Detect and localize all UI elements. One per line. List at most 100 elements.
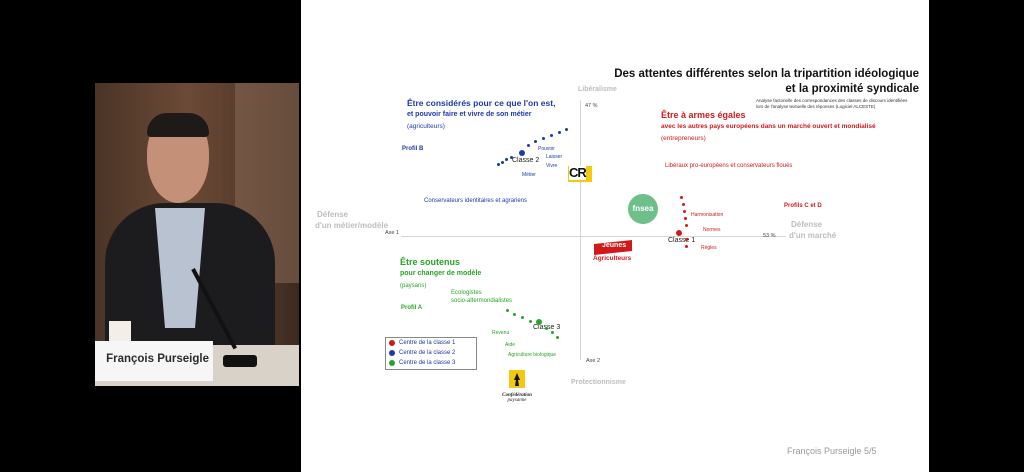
- word-aide: Aide: [505, 342, 516, 348]
- word-revenu: Revenu: [492, 330, 510, 336]
- word-metier: Métier: [522, 172, 536, 178]
- profils-c-d-label: Profils C et D: [784, 203, 822, 209]
- axis-percent-vertical: 47 %: [585, 103, 598, 109]
- legend-item-class-2: Centre de la classe 2: [386, 348, 476, 358]
- legend-item-class-1: Centre de la classe 1: [386, 338, 476, 348]
- slide-footer: François Purseigle 5/5: [787, 446, 877, 456]
- ecologistes-line-1: Ecologistes: [451, 290, 482, 296]
- blue-point: [558, 131, 561, 134]
- red-point: [685, 245, 688, 248]
- profil-b-label: Profil B: [402, 146, 424, 152]
- blue-heading-line-1: Être considérés pour ce que l'on est,: [407, 98, 556, 108]
- red-heading-line-1: Être à armes égales: [661, 110, 746, 120]
- class-1-center-dot: [676, 230, 682, 236]
- presentation-slide: Des attentes différentes selon la tripar…: [301, 0, 929, 472]
- red-heading: Être à armes égales avec les autres pays…: [661, 109, 876, 145]
- blue-heading: Être considérés pour ce que l'on est, et…: [407, 97, 555, 133]
- green-point: [513, 313, 516, 316]
- confederation-paysanne-icon: [509, 370, 525, 388]
- blue-point: [534, 140, 537, 143]
- red-point: [685, 238, 688, 241]
- red-point: [683, 210, 686, 213]
- classe-1-label: Classe 1: [668, 237, 696, 244]
- conf-logo-line-1: Confédération: [502, 393, 532, 398]
- green-point: [556, 336, 559, 339]
- axis-label-right-line-1: Défense: [791, 220, 823, 229]
- axe-1-label: Axe 1: [385, 230, 400, 236]
- blue-point: [501, 161, 504, 164]
- legend-item-class-3: Centre de la classe 3: [386, 358, 476, 368]
- slide-subtitle-line-2: lors de l'analyse textuelle des réponses…: [756, 104, 876, 109]
- speaker-hair: [147, 113, 209, 137]
- axis-label-right: Défense d'un marché: [789, 219, 836, 241]
- blue-point: [527, 144, 530, 147]
- blue-heading-line-2: et pouvoir faire et vivre de son métier: [407, 111, 532, 118]
- green-point: [521, 316, 524, 319]
- blue-point: [542, 137, 545, 140]
- word-pouvoir: Pouvoir: [538, 146, 555, 152]
- liberaux-label: Libéraux pro-européens et conservateurs …: [665, 163, 793, 169]
- red-point: [684, 217, 687, 220]
- red-heading-line-2: avec les autres pays européens dans un m…: [661, 123, 876, 130]
- red-heading-line-3: (entrepreneurs): [661, 135, 706, 142]
- legend-label-3: Centre de la classe 3: [399, 360, 456, 366]
- word-harmonisation: Harmonisation: [691, 212, 724, 218]
- green-heading-line-1: Être soutenus: [400, 257, 461, 267]
- legend: Centre de la classe 1 Centre de la class…: [385, 337, 477, 370]
- ecologistes-label: Ecologistes socio-altermondialistes: [451, 289, 512, 305]
- red-point: [685, 224, 688, 227]
- word-normes: Normes: [703, 227, 721, 233]
- axe-2-label: Axe 2: [586, 358, 601, 364]
- word-agriculture-biologique: Agriculture biologique: [508, 352, 557, 358]
- green-point: [529, 320, 532, 323]
- word-regles: Règles: [701, 245, 717, 251]
- slide-title-line-1: Des attentes différentes selon la tripar…: [614, 68, 919, 80]
- axis-label-left-line-1: Défense: [317, 210, 349, 219]
- blue-point: [505, 158, 508, 161]
- legend-blue-dot: [389, 350, 395, 356]
- green-heading: Être soutenus pour changer de modèle (pa…: [400, 256, 481, 292]
- blue-point: [550, 134, 553, 137]
- blue-point: [510, 156, 513, 159]
- legend-green-dot: [389, 360, 395, 366]
- ja-logo-line-2: Agriculteurs: [593, 255, 632, 262]
- red-point: [682, 203, 685, 206]
- confederation-paysanne-logo: Confédération paysanne: [495, 370, 539, 410]
- nameplate: François Purseigle: [95, 341, 213, 381]
- axis-label-bottom: Protectionnisme: [571, 379, 626, 386]
- legend-red-dot: [389, 340, 395, 346]
- slide-title: Des attentes différentes selon la tripar…: [614, 67, 919, 97]
- profil-a-label: Profil A: [401, 305, 423, 311]
- class-3-center-dot: [536, 319, 542, 325]
- word-laisser: Laisser: [546, 154, 563, 160]
- axis-percent-horizontal: 53 %: [763, 233, 776, 239]
- axis-label-top: Libéralisme: [578, 86, 617, 93]
- conf-logo-line-2: paysanne: [507, 398, 527, 403]
- horizontal-axis: [401, 236, 786, 237]
- slide-subtitle: Analyse factorielle des correspondances …: [756, 98, 907, 110]
- green-point: [506, 309, 509, 312]
- blue-point: [565, 128, 568, 131]
- word-vivre: Vivre: [546, 163, 558, 169]
- axis-label-right-line-2: d'un marché: [789, 231, 837, 240]
- cr-logo: CR: [568, 166, 592, 182]
- ja-logo-line-1: Jeunes: [602, 242, 627, 249]
- fnsea-logo-text: fnsea: [632, 204, 654, 213]
- axis-label-left-line-2: d'un métier/modèle: [315, 221, 389, 230]
- legend-label-1: Centre de la classe 1: [399, 340, 456, 346]
- vertical-axis: [580, 100, 581, 360]
- ecologistes-line-2: socio-altermondialistes: [451, 298, 513, 304]
- microphone-base: [223, 355, 257, 367]
- green-heading-line-3: (paysans): [400, 283, 427, 289]
- blue-heading-line-3: (agriculteurs): [407, 123, 445, 130]
- nameplate-text: François Purseigle: [106, 353, 209, 365]
- red-point: [680, 196, 683, 199]
- class-2-center-dot: [519, 150, 525, 156]
- legend-label-2: Centre de la classe 2: [399, 350, 456, 356]
- cr-logo-text: CR: [569, 165, 587, 180]
- green-point: [545, 327, 548, 330]
- speaker-video: François Purseigle: [95, 83, 299, 386]
- jeunes-agriculteurs-logo: Jeunes Agriculteurs: [592, 240, 634, 268]
- fnsea-logo: fnsea: [628, 194, 658, 224]
- slide-title-line-2: et la proximité syndicale: [785, 83, 919, 95]
